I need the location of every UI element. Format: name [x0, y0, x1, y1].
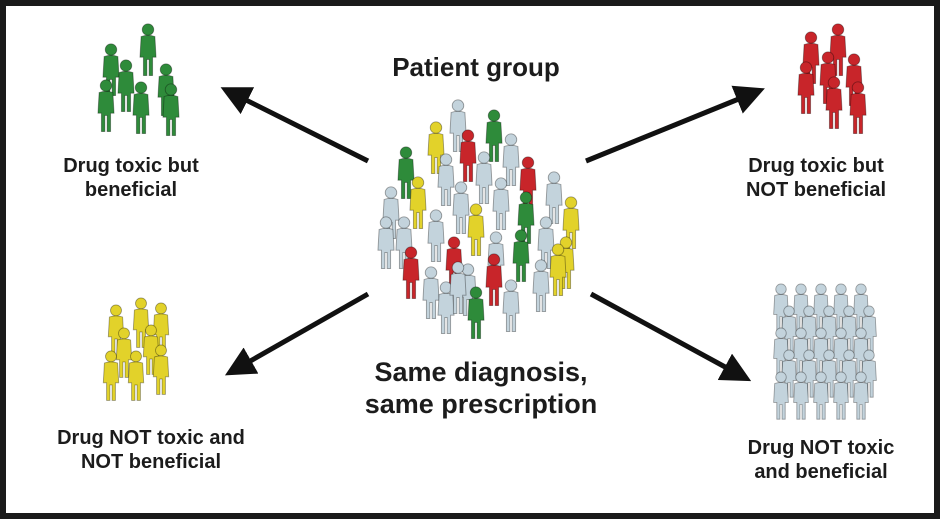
person-icon — [162, 83, 180, 137]
person-icon — [532, 259, 550, 313]
person-icon — [132, 81, 150, 135]
outcome-label-toxic-not-beneficial: Drug toxic but NOT beneficial — [706, 154, 926, 202]
outcome-label-line1: Drug toxic but — [63, 155, 199, 177]
patient-group-title: Patient group — [392, 52, 560, 82]
person-icon — [452, 181, 470, 235]
center-caption-line1: Same diagnosis, — [374, 357, 588, 387]
person-icon — [849, 81, 867, 135]
person-icon — [437, 153, 455, 207]
outcome-label-line1: Drug toxic but — [748, 155, 884, 177]
person-icon — [825, 76, 843, 130]
outcome-label-line2: and beneficial — [754, 461, 888, 483]
person-icon — [475, 151, 493, 205]
arrow-icon — [220, 87, 370, 164]
outcome-label-line2: NOT beneficial — [745, 179, 887, 201]
center-caption-line2: same prescription — [364, 389, 598, 420]
person-icon — [485, 109, 503, 163]
person-icon — [467, 286, 485, 340]
person-icon — [797, 61, 815, 115]
person-icon — [437, 281, 455, 335]
diagram-art — [97, 23, 877, 420]
person-icon — [793, 371, 809, 420]
person-icon — [492, 177, 510, 231]
person-icon — [397, 146, 415, 200]
person-icon — [115, 327, 133, 378]
person-icon — [127, 350, 145, 401]
center-caption: Same diagnosis, same prescription — [331, 356, 631, 421]
person-icon — [102, 350, 120, 401]
person-icon — [402, 246, 420, 300]
person-icon — [422, 266, 440, 320]
person-icon — [545, 171, 563, 225]
person-icon — [502, 133, 520, 187]
outcome-label-not-toxic-not-beneficial: Drug NOT toxic and NOT beneficial — [16, 426, 286, 474]
arrow-icon — [585, 85, 765, 164]
outcome-label-line1: Drug NOT toxic — [747, 437, 895, 459]
person-icon — [377, 216, 395, 270]
person-icon — [427, 209, 445, 263]
person-icon — [853, 371, 869, 420]
person-icon — [485, 253, 503, 307]
person-icon — [117, 59, 135, 113]
person-icon — [97, 79, 115, 133]
person-icon — [139, 23, 157, 77]
person-icon — [512, 229, 530, 283]
person-icon — [467, 203, 485, 257]
outcome-label-toxic-beneficial: Drug toxic but beneficial — [26, 154, 236, 202]
person-icon — [427, 121, 445, 175]
arrow-icon — [589, 291, 752, 382]
outcome-label-not-toxic-beneficial: Drug NOT toxic and beneficial — [706, 436, 934, 484]
person-icon — [833, 371, 849, 420]
outcome-label-line2: beneficial — [84, 179, 178, 201]
person-icon — [395, 216, 413, 270]
person-icon — [449, 261, 467, 315]
person-icon — [449, 99, 467, 153]
arrow-icon — [224, 291, 370, 376]
person-icon — [813, 371, 829, 420]
person-icon — [549, 243, 567, 297]
person-icon — [459, 129, 477, 183]
person-icon — [152, 344, 170, 395]
outcome-label-line2: NOT beneficial — [80, 451, 222, 473]
person-icon — [409, 176, 427, 230]
outcome-label-line1: Drug NOT toxic and — [57, 427, 245, 449]
person-icon — [773, 371, 789, 420]
person-icon — [502, 279, 520, 333]
